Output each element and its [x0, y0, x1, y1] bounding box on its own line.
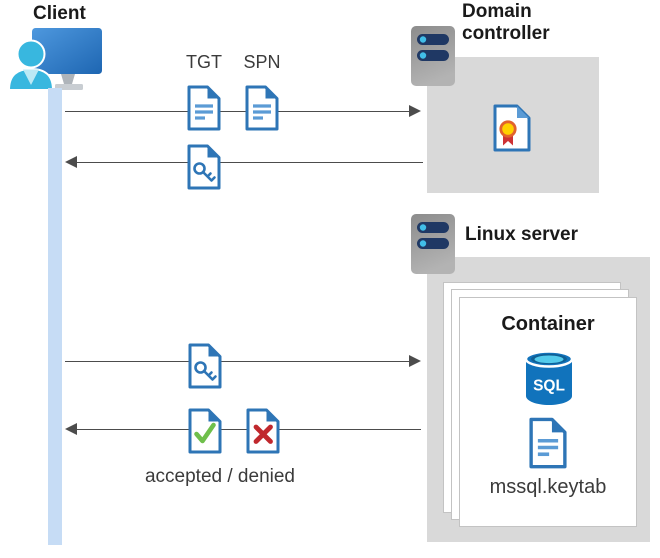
certificate-icon	[492, 103, 532, 153]
keytab-document-icon	[526, 416, 570, 470]
tgt-document-icon	[186, 84, 222, 132]
keytab-file-label: mssql.keytab	[489, 476, 607, 498]
spn-document-icon	[244, 84, 280, 132]
arrow-dc-to-client-icon	[65, 156, 423, 169]
sql-database-icon: SQL	[523, 349, 575, 407]
arrow-client-to-linux-icon	[65, 355, 421, 368]
linux-server-label: Linux server	[465, 224, 578, 245]
monitor-icon	[32, 28, 102, 74]
client-user-monitor-icon	[8, 26, 103, 90]
accepted-denied-label: accepted / denied	[144, 466, 295, 487]
domain-controller-label: Domain controller	[462, 1, 550, 44]
cross-icon	[253, 424, 273, 444]
linux-server-icon	[410, 213, 456, 275]
container-label: Container	[501, 313, 595, 335]
domain-controller-server-icon	[410, 25, 456, 87]
sql-badge-text: SQL	[533, 378, 565, 395]
tgt-label: TGT	[186, 52, 222, 72]
container-card-front	[459, 297, 637, 527]
client-lifeline	[48, 88, 62, 545]
accepted-document-icon	[186, 407, 224, 455]
client-label: Client	[33, 3, 86, 24]
arrow-client-to-dc-icon	[65, 105, 421, 118]
spn-label: SPN	[243, 52, 281, 72]
key-ticket-document-icon	[186, 342, 224, 390]
checkmark-icon	[194, 422, 216, 444]
denied-document-icon	[244, 407, 282, 455]
key-ticket-document-icon	[186, 143, 222, 191]
person-icon	[8, 39, 55, 90]
